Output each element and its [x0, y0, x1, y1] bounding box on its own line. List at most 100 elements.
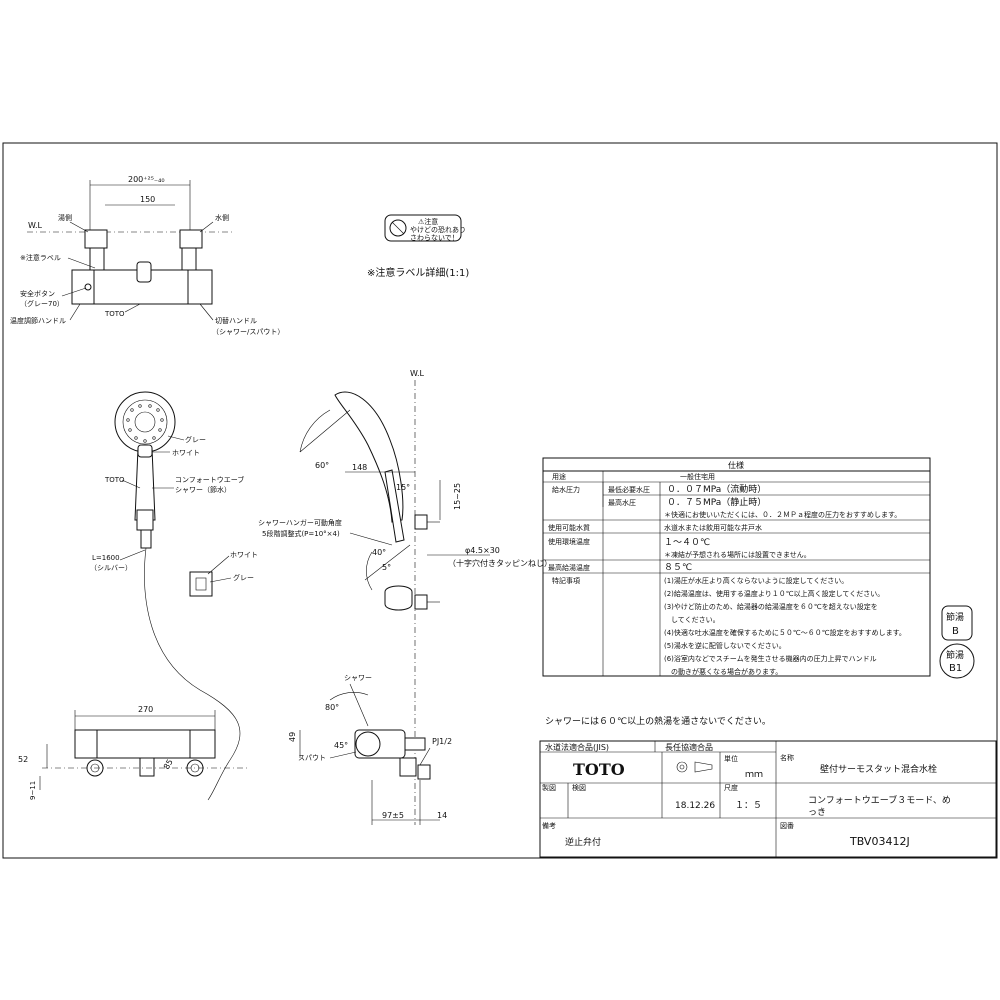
spec-note: の動きが悪くなる場合があります。 — [664, 667, 782, 676]
remarks-value: 逆止弁付 — [565, 836, 601, 848]
badge-b1-title: 節湯 — [946, 649, 964, 661]
side-view: W.L 60° 148 15° 15~25 シャワーハンガー可動角度 5段階調整… — [258, 369, 552, 825]
hanger-angle-sub: 5段階調整式(P=10°×4) — [262, 529, 340, 538]
hanger-angle-label: シャワーハンガー可動角度 — [258, 518, 342, 527]
product-model: コンフォートウエーブ３モード、め — [808, 794, 951, 806]
spec-row-value: ＊凍結が予想される場所には設置できません。 — [664, 550, 811, 559]
date-value: 18.12.26 — [675, 801, 715, 811]
side-wl-label: W.L — [410, 369, 425, 378]
spec-row-sub: 最高水圧 — [608, 498, 636, 507]
spec-row-label: 使用可能水質 — [548, 523, 590, 532]
caution-line2: さわらないで！ — [410, 234, 459, 242]
screw-dim: φ4.5×30 — [465, 546, 500, 555]
remarks-label: 備考 — [542, 821, 556, 830]
spec-row-value: 水道水または飲用可能な井戸水 — [664, 523, 762, 532]
shower-head-side — [334, 391, 404, 523]
spec-note: (4)快適な吐水温度を確保するために５０℃～６０℃設定をおすすめします。 — [664, 628, 906, 637]
shower-head-face — [114, 391, 176, 453]
dim-9-11: 9~11 — [29, 781, 37, 800]
drawing-no-label: 図番 — [780, 822, 794, 830]
projection-symbol-icon — [676, 761, 688, 773]
spec-row-label: 特記事項 — [552, 576, 580, 585]
spec-row-value: ＊快適にお使いいただくには、０．２ＭＰａ程度の圧力をおすすめします。 — [664, 510, 901, 519]
dim-14: 14 — [437, 811, 447, 820]
caution-label-pointer: ※注意ラベル — [20, 253, 61, 262]
spec-row-value: ０．０７MPa（流動時） — [667, 483, 766, 495]
sheet-border — [2, 142, 998, 859]
sehyu-badges: 節湯 B 節湯 B1 — [939, 605, 975, 679]
spec-row-label: 最高給湯温度 — [548, 563, 590, 572]
screw-note: （十字穴付きタッピンねじ） — [448, 558, 552, 568]
product-name-sub: シャワー（節水） — [175, 485, 231, 494]
check-label: 検図 — [572, 783, 586, 792]
ja-label: 長任協適合品 — [665, 742, 713, 752]
sehyu-b-badge — [941, 605, 973, 641]
handset-view: グレー ホワイト TOTO コンフォートウエーブ シャワー（節水） L=1600… — [90, 391, 258, 801]
design-label: 製図 — [542, 783, 556, 792]
product-name: 壁付サーモスタット混合水栓 — [820, 763, 937, 775]
spec-table: 仕様 用途 一般住宅用 給水圧力 最低必要水圧 ０．０７MPa（流動時） 最高水… — [542, 457, 931, 677]
unit-label: 単位 — [724, 754, 738, 763]
angle-45: 45° — [334, 741, 348, 750]
name-label: 名称 — [780, 753, 794, 762]
dim-270: 270 — [138, 705, 153, 714]
caution-label-detail: ⚠注意 やけどの恐れあり さわらないで！ ※注意ラベル詳細(1:1) — [367, 214, 469, 279]
caution-title: ⚠注意 — [418, 217, 438, 226]
product-name-label: コンフォートウエーブ — [175, 475, 244, 484]
spec-row-label: 使用環境温度 — [548, 537, 590, 546]
title-block: 水道法適合品(JIS) 長任協適合品 名称 壁付サーモスタット混合水栓 TOTO… — [539, 740, 997, 858]
hot-side-label: 湯側 — [58, 213, 72, 222]
shower-label: シャワー — [344, 674, 372, 682]
drawing-no: TBV03412J — [849, 835, 910, 848]
shower-handle — [134, 447, 156, 521]
spec-title: 仕様 — [728, 460, 744, 470]
spec-row-value: １～４０℃ — [664, 538, 710, 548]
spec-row-value: ８５℃ — [664, 563, 692, 573]
toto-mark-handset: TOTO — [104, 476, 125, 484]
dim-97-5: 97±5 — [382, 811, 404, 820]
angle-40: 40° — [372, 548, 386, 557]
hanger-gray-label: グレー — [233, 573, 254, 582]
safety-button-label: 安全ボタン — [20, 289, 55, 298]
spec-note: してください。 — [664, 616, 720, 624]
shower-hanger — [189, 571, 213, 597]
angle-15: 15° — [396, 483, 410, 492]
angle-5: 5° — [382, 563, 391, 572]
cold-side-label: 水側 — [215, 213, 229, 222]
white-label: ホワイト — [172, 449, 200, 457]
gray-label: グレー — [185, 435, 206, 444]
spec-row-label: 用途 — [552, 472, 566, 481]
switch-handle-label: 切替ハンドル — [215, 316, 257, 325]
badge-b-sub: B — [952, 626, 959, 637]
dim-85: 85 — [162, 758, 175, 771]
warning-line: シャワーには６０℃以上の熱湯を通さないでください。 — [545, 715, 771, 727]
spec-note: (3)やけど防止のため、給湯器の給湯温度を６０℃を超えない設定を — [664, 602, 878, 611]
switch-handle-sub: （シャワー/スパウト） — [212, 328, 284, 336]
thread-label: PJ1/2 — [432, 737, 452, 746]
caution-detail-caption: ※注意ラベル詳細(1:1) — [367, 266, 469, 279]
hose — [144, 547, 241, 801]
badge-b-title: 節湯 — [946, 611, 964, 623]
front-view: 270 52 9~11 85 — [18, 705, 250, 800]
scale-value: １：５ — [735, 801, 762, 811]
spout-view: シャワー 80° 49 スパウト 45° PJ1/2 97±5 14 — [288, 674, 452, 825]
angle-80: 80° — [325, 703, 339, 712]
product-model-cont: っき — [808, 807, 826, 818]
jis-label: 水道法適合品(JIS) — [545, 742, 609, 752]
safety-button-color: （グレー70） — [20, 299, 64, 308]
spec-note: (6)浴室内などでスチームを発生させる機器内の圧力上昇でハンドル — [664, 654, 877, 663]
angle-60: 60° — [315, 461, 329, 470]
dim-52: 52 — [18, 755, 28, 764]
badge-b1-sub: B1 — [949, 663, 962, 674]
spec-row-value: (1)湯圧が水圧より高くならないように設定してください。 — [664, 576, 848, 585]
top-view: W.L 200⁺²⁵₋₄₀ 150 湯側 水側 ※注意ラベル 安全ボタン （グレ… — [10, 175, 284, 336]
width-dim: 200⁺²⁵₋₄₀ — [128, 175, 165, 184]
toto-mark-top: TOTO — [104, 310, 125, 318]
spec-note: (5)湯水を逆に配管しないでください。 — [664, 641, 786, 650]
dim-15-25: 15~25 — [453, 483, 462, 510]
wl-label: W.L — [28, 221, 43, 230]
hose-length: L=1600 — [92, 554, 120, 562]
spec-row-label: 給水圧力 — [552, 485, 580, 494]
